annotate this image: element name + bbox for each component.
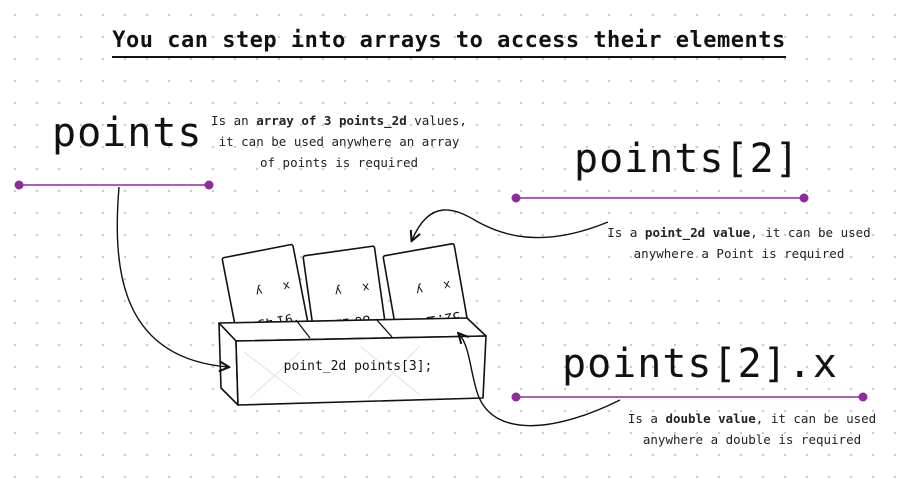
card-y-value: 37 (416, 312, 434, 329)
card-x-label: x (282, 279, 292, 294)
note-points: Is an array of 3 points_2d values, it ca… (211, 113, 467, 170)
note-points-index-x: Is a double value, it can be used anywhe… (627, 411, 877, 447)
note-points-index: Is a point_2d value, it can be used anyw… (607, 225, 871, 261)
underline-points (14, 180, 214, 190)
card-x-label: x (442, 278, 452, 293)
array-card-2: Point x 52.1y 37 (382, 243, 472, 361)
card-y-value: 45 (256, 314, 274, 332)
card-outline (382, 243, 472, 355)
diagram-title: You can step into arrays to access their… (0, 28, 898, 58)
array-card-0: Point x 91 y 45 (221, 243, 313, 363)
diagram-title-text: You can step into arrays to access their… (112, 28, 786, 58)
underline-points-index-x (511, 392, 868, 402)
array-box (218, 317, 487, 406)
card-y-label: y (334, 284, 343, 299)
card-outline (302, 245, 389, 356)
card-y-label: y (254, 284, 264, 299)
array-card-1: Point x 86 y 12 (302, 245, 389, 362)
card-x-value: 52.1 (428, 308, 461, 328)
card-y-label: y (415, 283, 425, 298)
card-type-label: Point (244, 342, 282, 363)
card-type-label: Point (320, 343, 358, 362)
arrow-index-to-card (412, 209, 609, 240)
array-box-label: point_2d points[3]; (284, 359, 433, 374)
label-points-index-x: points[2].x (562, 341, 838, 387)
card-type-label: Point (403, 341, 441, 361)
underline-points-index (511, 193, 809, 203)
arrow-points-to-box (116, 186, 228, 367)
label-points: points (52, 110, 203, 156)
card-y-value: 12 (334, 314, 352, 331)
card-x-label: x (361, 280, 370, 295)
card-x-value: 91 (276, 310, 294, 328)
card-x-value: 86 (354, 311, 372, 328)
label-points-index: points[2] (574, 136, 800, 182)
card-outline (221, 243, 313, 357)
